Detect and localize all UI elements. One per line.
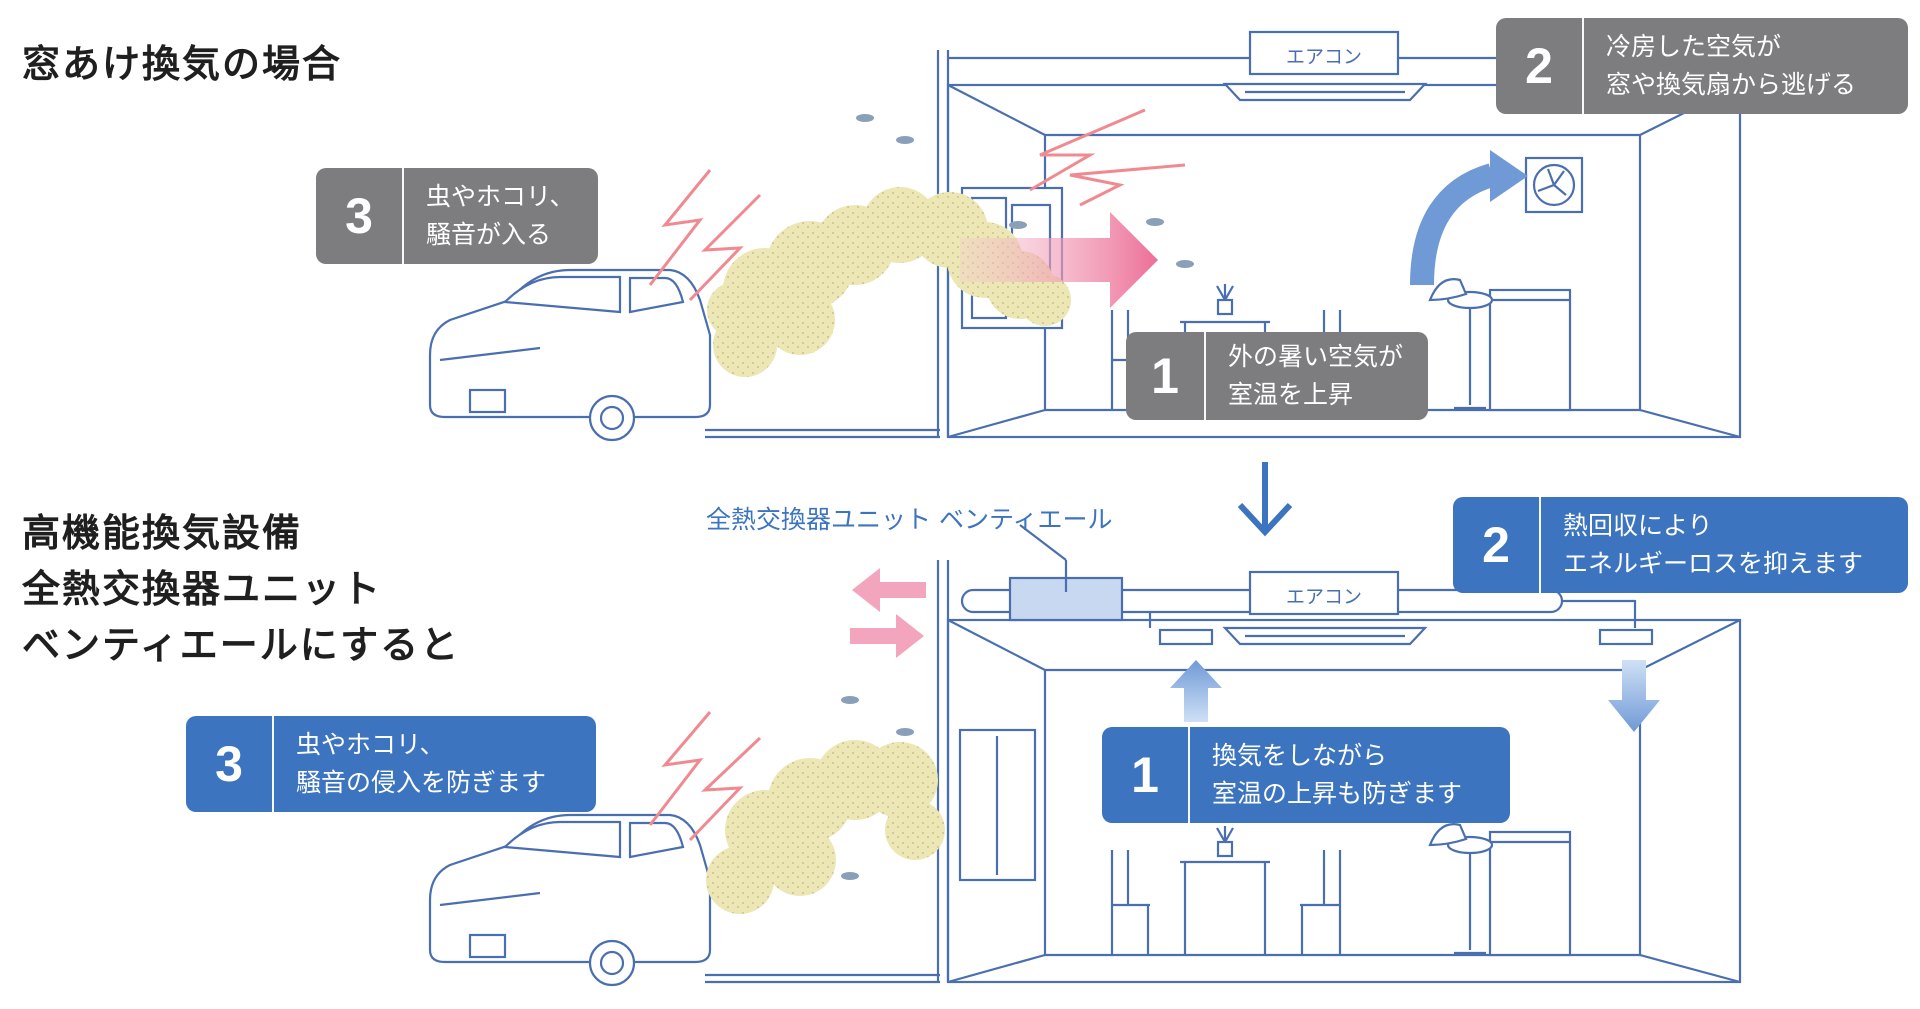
supply-air-arrow [1170, 660, 1222, 722]
bottom-heading-line-1: 高機能換気設備 [22, 511, 303, 555]
plant-icon [1216, 826, 1234, 858]
heat-exchanger-unit-icon [1008, 524, 1124, 622]
callout-number: 3 [316, 168, 404, 264]
hot-air-arrow [960, 212, 1158, 308]
air-conditioner-icon [1222, 570, 1428, 646]
callout-text: 虫やホコリ、 騒音が入る [426, 182, 575, 249]
top-callout-2: 2 冷房した空気が 窓や換気扇から逃げる [1496, 18, 1908, 114]
callout-number: 2 [1453, 497, 1541, 593]
chair-icon [1428, 278, 1494, 410]
window-icon [958, 728, 1037, 882]
plant-icon [1216, 284, 1234, 316]
chair-icon [1110, 850, 1150, 955]
car-icon [428, 268, 712, 442]
car-icon [428, 813, 712, 987]
callout-text: 外の暑い空気が 室温を上昇 [1228, 342, 1404, 409]
lightning-icon [648, 711, 762, 842]
escaping-air-arrow [1410, 150, 1528, 286]
bottom-callout-2: 2 熱回収により エネルギーロスを抑えます [1453, 497, 1908, 593]
callout-text: 換気をしながら 室温の上昇も防ぎます [1212, 741, 1463, 808]
bottom-heading: 高機能換気設備 全熱交換器ユニット ベンティエールにすると [22, 505, 460, 673]
chair-icon [1428, 823, 1494, 955]
dust-cloud-icon [707, 187, 1071, 377]
dust-cloud-icon [706, 740, 945, 914]
lightning-icon [648, 108, 1186, 302]
insect-icon [856, 114, 1194, 268]
bottom-scene [428, 524, 1742, 987]
callout-text: 冷房した空気が 窓や換気扇から逃げる [1606, 32, 1857, 99]
callout-number: 1 [1102, 727, 1190, 823]
top-aircon-label: エアコン [1285, 46, 1362, 68]
bottom-aircon-label: エアコン [1285, 586, 1362, 608]
callout-text: 虫やホコリ、 騒音の侵入を防ぎます [296, 730, 547, 797]
heat-exchanger-unit-label: 全熱交換器ユニット ベンティエール [706, 505, 1113, 534]
ventilation-fan-icon [1524, 156, 1584, 214]
table-icon [1180, 860, 1270, 955]
callout-number: 1 [1126, 332, 1206, 420]
exhaust-air-arrow [1608, 660, 1660, 732]
callout-number: 2 [1496, 18, 1584, 114]
callout-text: 熱回収により エネルギーロスを抑えます [1563, 511, 1864, 578]
callout-number: 3 [186, 716, 274, 812]
air-exchange-arrows [850, 568, 926, 658]
insect-icon [841, 696, 914, 880]
down-arrow-icon [1237, 462, 1293, 537]
top-callout-1: 1 外の暑い空気が 室温を上昇 [1126, 332, 1428, 420]
top-heading: 窓あけ換気の場合 [22, 42, 343, 86]
bottom-callout-3: 3 虫やホコリ、 騒音の侵入を防ぎます [186, 716, 596, 812]
top-callout-3: 3 虫やホコリ、 騒音が入る [316, 168, 598, 264]
bottom-callout-1: 1 換気をしながら 室温の上昇も防ぎます [1102, 727, 1510, 823]
air-conditioner-icon [1222, 30, 1428, 102]
bottom-heading-line-2: 全熱交換器ユニット [22, 567, 383, 611]
bottom-heading-line-3: ベンティエールにすると [22, 623, 461, 667]
chair-icon [1300, 850, 1342, 955]
